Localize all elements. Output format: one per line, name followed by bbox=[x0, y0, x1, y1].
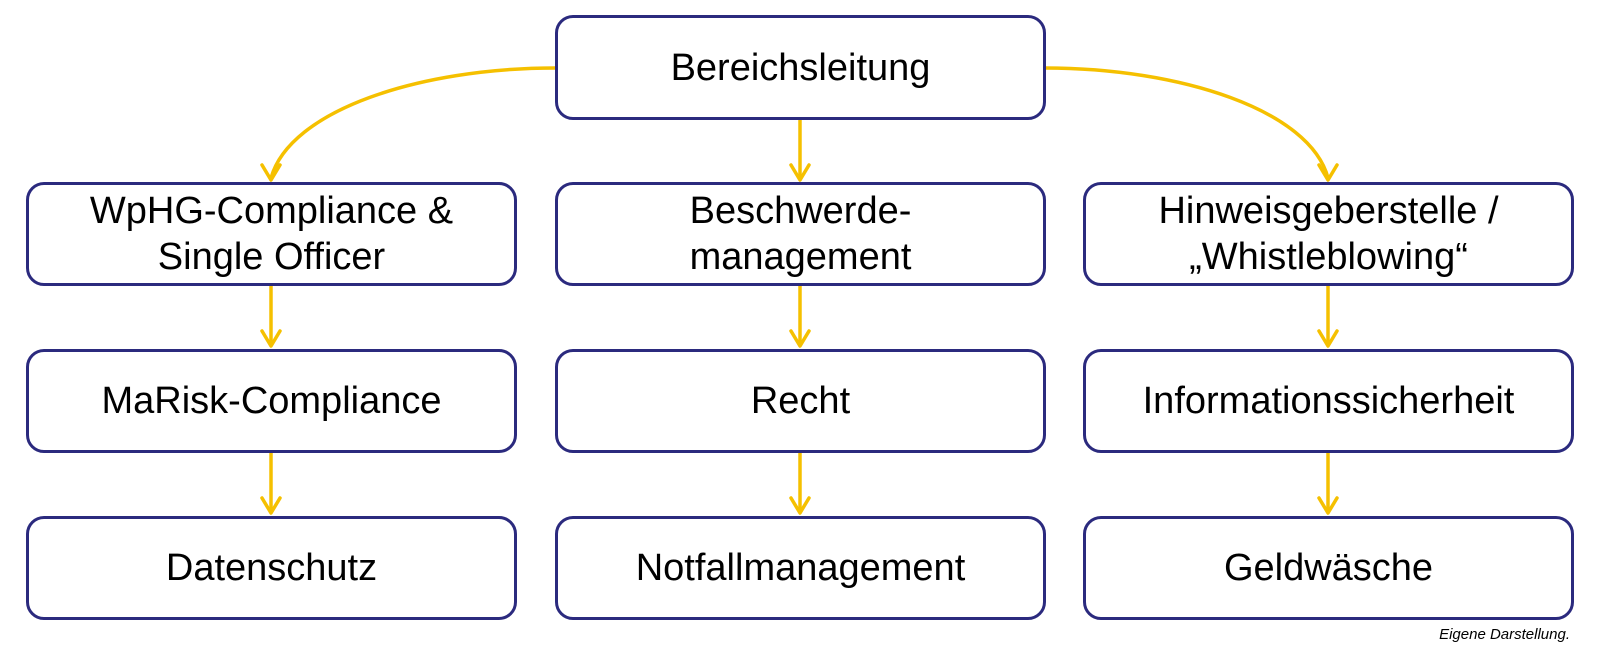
node-recht: Recht bbox=[555, 349, 1046, 453]
connector-root-to-col3 bbox=[1044, 66, 1330, 179]
arrowhead-col3-top bbox=[1317, 163, 1339, 182]
node-notfallmanagement: Notfallmanagement bbox=[555, 516, 1046, 620]
vertical-connectors bbox=[260, 118, 1339, 515]
arrowhead-col1-top bbox=[260, 163, 282, 182]
node-datenschutz: Datenschutz bbox=[26, 516, 517, 620]
node-hinweisgeberstelle: Hinweisgeberstelle / „Whistleblowing“ bbox=[1083, 182, 1574, 286]
node-marisk-compliance: MaRisk-Compliance bbox=[26, 349, 517, 453]
node-beschwerdemanagement: Beschwerde- management bbox=[555, 182, 1046, 286]
node-geldwaesche: Geldwäsche bbox=[1083, 516, 1574, 620]
node-bereichsleitung: Bereichsleitung bbox=[555, 15, 1046, 120]
node-informationssicherheit: Informationssicherheit bbox=[1083, 349, 1574, 453]
connector-root-to-col1 bbox=[269, 66, 556, 179]
node-wphg-compliance: WpHG-Compliance & Single Officer bbox=[26, 182, 517, 286]
source-note: Eigene Darstellung. bbox=[1439, 626, 1570, 643]
